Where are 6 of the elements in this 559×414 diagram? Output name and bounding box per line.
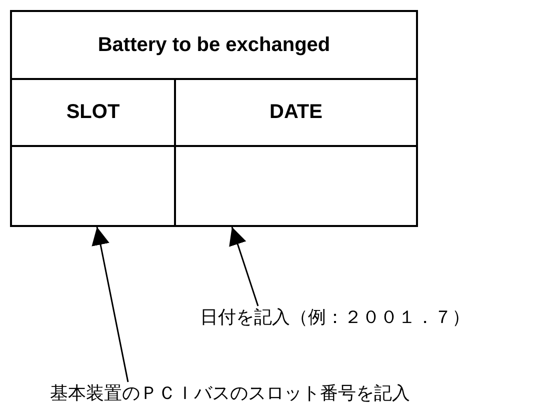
- table-cell: [10, 145, 176, 227]
- leader-arrow: [229, 226, 259, 306]
- annotation-text: 基本装置のＰＣＩバスのスロット番号を記入: [50, 381, 410, 405]
- leader-arrow: [92, 226, 129, 382]
- table-title-cell: Battery to be exchanged: [10, 10, 418, 80]
- table-cell: [174, 145, 418, 227]
